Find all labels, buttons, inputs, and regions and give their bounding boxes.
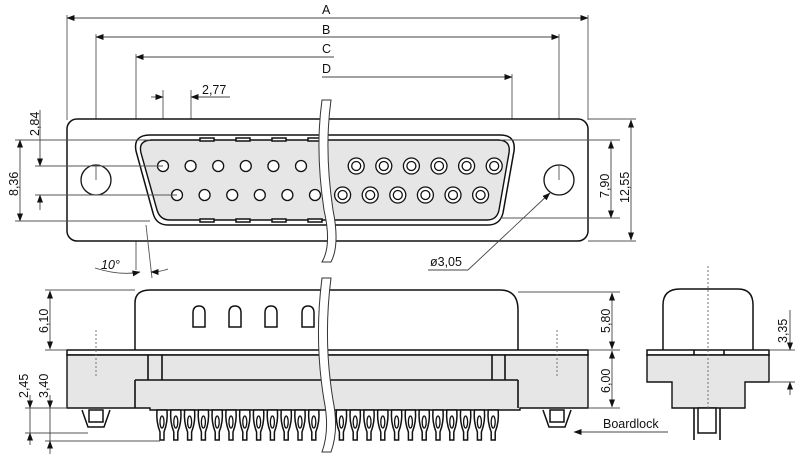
shell-height-right-label: 5,80 xyxy=(599,309,613,333)
pin-top-row-inner xyxy=(489,160,500,172)
solder-cup-hole xyxy=(352,415,358,429)
boardlock-length-label: 2,45 xyxy=(17,374,31,398)
pin-top-row-inner xyxy=(406,160,417,172)
solder-cup-hole xyxy=(449,415,455,429)
shell-slot xyxy=(228,305,242,328)
body-height-label: 6,00 xyxy=(599,369,613,393)
solder-cup-hole xyxy=(421,415,427,429)
solder-cup-hole xyxy=(476,415,483,429)
shell-slot xyxy=(192,305,206,328)
solder-cup-hole xyxy=(200,415,207,429)
shell-height-label: 8,36 xyxy=(7,172,21,196)
pin-top-row-inner xyxy=(378,160,389,172)
solder-cup-hole xyxy=(462,415,469,429)
dimple-top xyxy=(271,137,287,142)
solder-cup-hole xyxy=(407,415,414,429)
solder-cup-hole xyxy=(297,415,303,429)
taper-angle-arc-left xyxy=(94,267,141,277)
shell-slot xyxy=(301,305,315,328)
dimple-bottom xyxy=(307,218,323,223)
row-offset-label: 2,84 xyxy=(28,112,42,136)
pin-top-row xyxy=(294,159,308,173)
solder-cup-hole xyxy=(159,415,165,429)
solder-cup-hole xyxy=(366,415,372,429)
shell-height-left-label: 6,10 xyxy=(37,309,51,333)
dimple-top xyxy=(235,137,251,142)
pin-bottom-row-inner xyxy=(420,189,431,201)
hole-diameter-label: ø3,05 xyxy=(430,255,462,269)
end-boardlock xyxy=(697,407,717,434)
pin-bottom-row xyxy=(198,188,211,202)
pin-top-row xyxy=(267,159,280,173)
pin-bottom-row xyxy=(281,188,294,202)
pin-top-row xyxy=(239,159,252,173)
dimension-label-a: A xyxy=(322,3,331,17)
pin-length-label: 3,40 xyxy=(37,374,51,398)
step-height-label: 3,35 xyxy=(776,319,790,343)
pin-field xyxy=(156,157,503,204)
pin-top-row-inner xyxy=(461,160,472,172)
dimension-label-c: C xyxy=(322,42,331,56)
end-body xyxy=(646,354,770,409)
dimple-bottom xyxy=(271,218,287,223)
solder-cup-hole xyxy=(255,415,262,429)
pin-bottom-row xyxy=(308,188,322,202)
solder-cup-hole xyxy=(338,415,345,429)
break-line-side xyxy=(317,277,337,453)
solder-cup-hole xyxy=(283,415,289,429)
shell-dimples xyxy=(199,137,323,223)
side-view: 6,10 2,45 3,40 5,80 6,00 Boardlock xyxy=(17,277,668,454)
solder-cup-hole xyxy=(393,415,400,429)
boardlock-right-inner xyxy=(549,409,565,423)
taper-angle-arc-right xyxy=(150,268,169,275)
end-view: 3,35 xyxy=(646,266,795,440)
pin-bottom-row xyxy=(226,188,239,202)
hole-diameter-leader xyxy=(467,192,551,271)
break-line-top xyxy=(318,99,337,263)
dimension-label-b: B xyxy=(322,23,330,37)
solder-cup-hole xyxy=(214,415,220,429)
dimension-label-d: D xyxy=(322,62,331,76)
solder-cups xyxy=(156,409,500,441)
solder-cup-hole xyxy=(186,415,193,429)
pin-bottom-row-inner xyxy=(392,189,403,201)
pin-bottom-row-inner xyxy=(337,189,348,201)
dimple-bottom xyxy=(235,218,251,223)
flange-height-label: 12,55 xyxy=(618,172,632,203)
dimple-bottom xyxy=(199,218,215,223)
shell-slots xyxy=(192,305,315,328)
solder-cup-hole xyxy=(269,415,276,429)
pitch-label: 2,77 xyxy=(202,83,226,97)
taper-angle-label: 10° xyxy=(101,258,120,272)
pin-top-row-inner xyxy=(433,160,445,172)
pin-bottom-row-inner xyxy=(447,189,459,201)
solder-cup-hole xyxy=(435,415,441,429)
solder-cup-hole xyxy=(242,415,248,429)
solder-cup-hole xyxy=(311,415,317,429)
top-view: A B C D 2,77 xyxy=(7,3,636,279)
pin-bottom-row-inner xyxy=(365,189,376,201)
pin-top-row-inner xyxy=(351,160,362,172)
pin-bottom-row xyxy=(253,188,266,202)
solder-cup-hole xyxy=(228,415,234,429)
solder-cup-hole xyxy=(490,415,496,429)
shell-slot xyxy=(264,305,278,328)
solder-cup-hole xyxy=(173,415,179,429)
solder-cup-hole xyxy=(380,415,386,429)
inner-height-label: 7,90 xyxy=(598,174,612,198)
pin-top-row xyxy=(184,159,197,173)
pin-bottom-row-inner xyxy=(475,189,486,201)
boardlock-label: Boardlock xyxy=(603,417,659,431)
boardlock-left-inner xyxy=(88,409,104,423)
pin-top-row xyxy=(212,159,225,173)
dimple-top xyxy=(199,137,215,142)
